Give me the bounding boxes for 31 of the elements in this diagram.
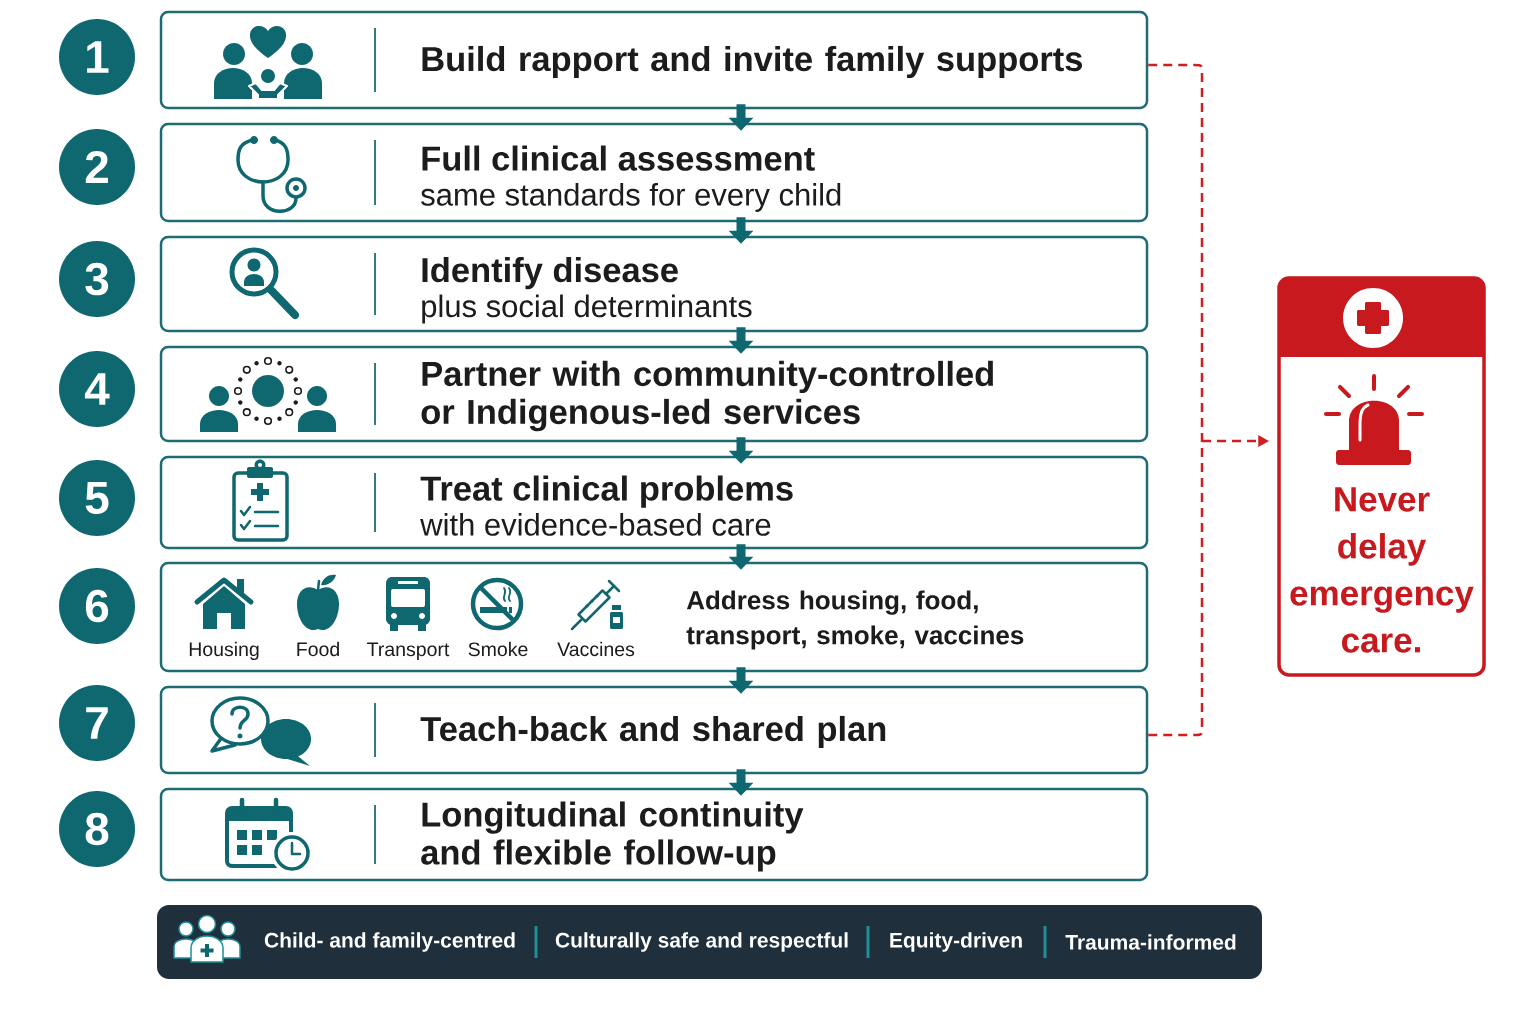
step-title: Longitudinal continuity and flexible follow-up [421,801,804,872]
step-title: Partner with community-controlled or Indigenous-led services [421,360,993,432]
number-badge: 2 [59,129,135,205]
banner-text: Equity-driven [890,932,1022,952]
icon-caption: Food [297,641,339,657]
number-badge: 5 [59,460,135,536]
icon-caption: Transport [367,642,450,661]
step-subtitle: with evidence-based care [420,513,771,536]
number-badge: 8 [59,791,135,867]
connector-line [1148,63,1204,441]
step-subtitle: plus social determinants [422,294,752,324]
step-title: Identify disease [422,257,678,290]
number-badge: 1 [59,19,135,95]
number-badge: 4 [59,351,135,427]
step-title: Build rapport and invite family supports [422,45,1082,79]
step-title: Treat clinical problems [420,475,793,508]
number-badge: 3 [59,241,135,317]
step-title: Address housing, food, transport, smoke, vaccines [686,590,1024,650]
step-title: Teach-back and shared plan [420,715,886,749]
connector-line [1148,441,1204,737]
alert-text: Never delay emergency care. [1290,487,1474,653]
banner-text: Culturally safe and respectful [555,932,848,952]
icon-caption: Housing [189,641,259,661]
step-subtitle: same standards for every child [421,183,841,212]
number-badge: 7 [59,685,135,761]
icon-caption: Vaccines [557,641,635,657]
icon-caption: Smoke [468,641,528,657]
number-badge: 6 [59,568,135,644]
banner-text: Trauma-informed [1065,934,1236,950]
step-title: Full clinical assessment [422,145,815,171]
banner-text: Child- and family-centred [264,932,515,952]
